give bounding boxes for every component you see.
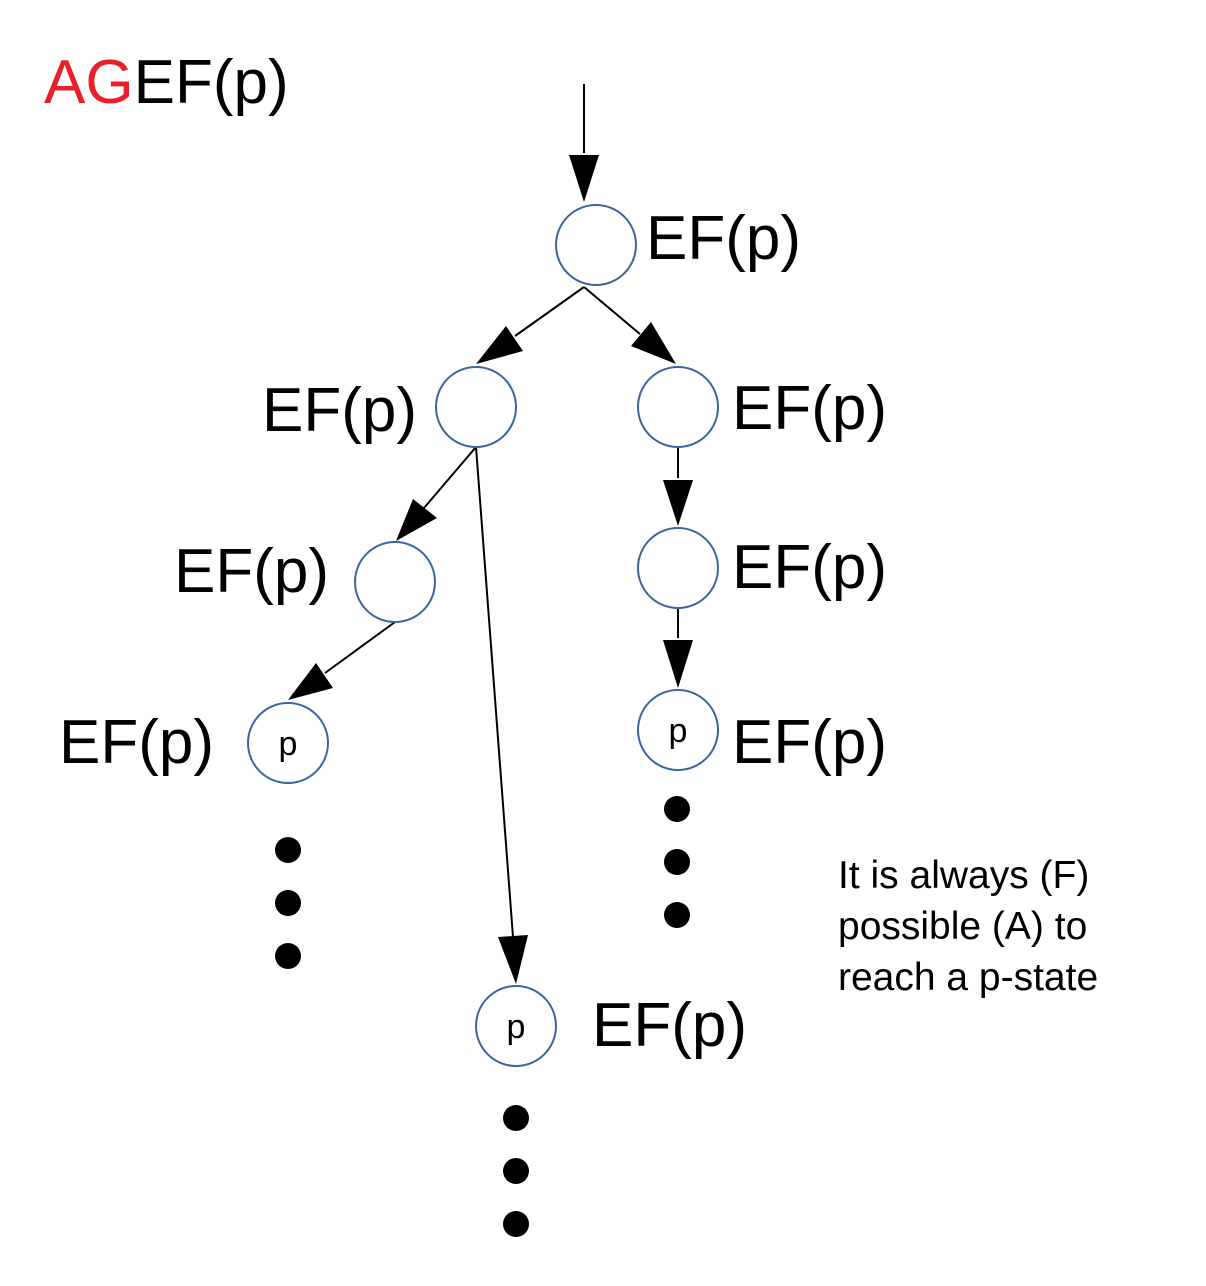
- dot-left-1: [275, 837, 301, 863]
- dot-middle-1: [503, 1105, 529, 1131]
- nodes: [247, 204, 719, 1067]
- state-node-left: [435, 366, 517, 448]
- node-inner-texts: p p p: [279, 712, 688, 1046]
- node-text-p-left: p: [279, 725, 298, 763]
- edge-n2-n4: [423, 446, 477, 509]
- label-p-left: EF(p): [59, 708, 214, 777]
- caption-line-1: It is always (F): [838, 854, 1089, 897]
- edge-n2-n7: [475, 446, 514, 938]
- dot-right-2: [664, 849, 690, 875]
- dot-left-2: [275, 890, 301, 916]
- state-node-right-child: [637, 527, 719, 609]
- state-labels: EF(p) EF(p) EF(p) EF(p) EF(p) EF(p) EF(p…: [59, 204, 887, 1060]
- state-node-p-right: [637, 689, 719, 771]
- edge-n1-n2: [514, 286, 585, 337]
- label-right-child: EF(p): [732, 533, 887, 602]
- node-text-p-right: p: [669, 712, 688, 750]
- state-node-root: [555, 204, 637, 286]
- dot-right-3: [664, 902, 690, 928]
- state-node-p-middle: [475, 985, 557, 1067]
- caption-line-3: reach a p-state: [838, 956, 1098, 999]
- edge-n4-n6: [324, 621, 396, 674]
- label-p-middle: EF(p): [592, 991, 747, 1060]
- dot-left-3: [275, 943, 301, 969]
- edge-n1-n3: [583, 286, 641, 335]
- node-text-p-middle: p: [507, 1008, 526, 1046]
- arrowhead-n1-n3: [631, 322, 676, 364]
- arrowhead-n2-n7: [498, 935, 528, 984]
- formula-prefix: AG: [44, 48, 134, 117]
- arrowhead-n2-n4: [396, 499, 437, 541]
- state-node-left-child: [354, 541, 436, 623]
- dot-middle-2: [503, 1158, 529, 1184]
- label-p-right: EF(p): [732, 708, 887, 777]
- caption: It is always (F) possible (A) to reach a…: [838, 854, 1098, 999]
- label-right: EF(p): [732, 374, 887, 443]
- label-root: EF(p): [646, 204, 801, 273]
- continuation-dots: [275, 796, 690, 1237]
- arrowhead-entry: [569, 155, 599, 202]
- arrowhead-n4-n6: [288, 663, 333, 700]
- label-left-child: EF(p): [174, 537, 329, 606]
- dot-right-1: [664, 796, 690, 822]
- formula-title: AGEF(p): [44, 48, 289, 117]
- caption-line-2: possible (A) to: [838, 905, 1087, 948]
- edges: [288, 84, 693, 984]
- state-node-right: [637, 366, 719, 448]
- dot-middle-3: [503, 1211, 529, 1237]
- state-node-p-left: [247, 702, 329, 784]
- arrowhead-n1-n2: [476, 326, 523, 364]
- arrowhead-n5-n8: [663, 640, 693, 688]
- label-left: EF(p): [262, 376, 417, 445]
- arrowhead-n3-n5: [663, 480, 693, 526]
- formula-suffix: EF(p): [134, 48, 289, 117]
